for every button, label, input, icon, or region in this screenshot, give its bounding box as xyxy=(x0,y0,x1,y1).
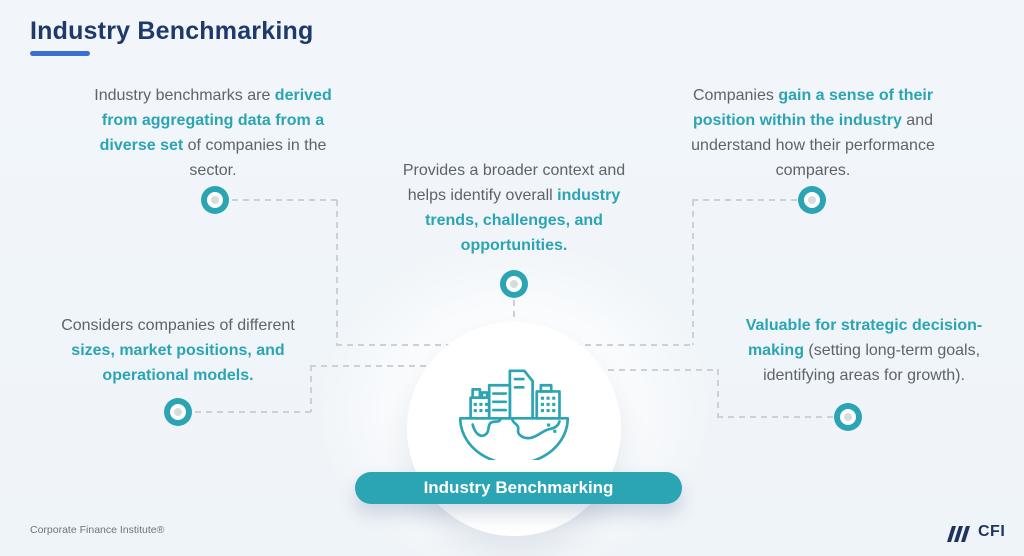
text-line: position within the industry and xyxy=(648,108,978,133)
connector-line xyxy=(692,199,797,201)
connector-node-top-left xyxy=(201,186,229,214)
text-line: from aggregating data from a xyxy=(48,108,378,133)
text-line: sector. xyxy=(48,158,378,183)
connector-node-bottom-right xyxy=(834,403,862,431)
text-line: making (setting long-term goals, xyxy=(714,338,1014,363)
text-line: Industry benchmarks are derived xyxy=(48,83,378,108)
text-segment-highlight: industry xyxy=(557,187,621,204)
note-bottom-left: Considers companies of different sizes, … xyxy=(28,313,328,388)
text-segment: Industry benchmarks are xyxy=(94,87,275,104)
text-segment-highlight: sizes, market positions, and xyxy=(71,342,285,359)
text-line: sizes, market positions, and xyxy=(28,338,328,363)
note-top-right: Companies gain a sense of their position… xyxy=(648,83,978,183)
cfi-logo: CFI xyxy=(946,522,1005,542)
connector-line xyxy=(310,365,432,367)
text-segment-highlight: trends, challenges, and xyxy=(425,212,603,229)
text-segment: (setting long-term goals, xyxy=(803,342,981,359)
connector-line xyxy=(336,200,338,345)
text-line: opportunities. xyxy=(364,233,664,258)
text-segment-highlight: gain a sense of their xyxy=(778,87,934,104)
text-segment: compares. xyxy=(775,162,851,179)
text-line: identifying areas for growth). xyxy=(714,363,1014,388)
connector-node-center xyxy=(500,270,528,298)
connector-node-top-right xyxy=(798,186,826,214)
title-underline xyxy=(30,51,90,56)
city-globe-icon xyxy=(458,369,570,460)
text-line: understand how their performance xyxy=(648,133,978,158)
note-top-left: Industry benchmarks are derived from agg… xyxy=(48,83,378,183)
connector-line xyxy=(692,200,694,345)
text-segment: Companies xyxy=(692,87,779,104)
text-segment-highlight: diverse set xyxy=(99,137,184,154)
connector-line xyxy=(597,369,719,371)
connector-line xyxy=(717,369,719,417)
text-segment-highlight: position within the industry xyxy=(692,112,902,129)
text-line: Companies gain a sense of their xyxy=(648,83,978,108)
page-title: Industry Benchmarking xyxy=(30,17,314,45)
text-line: compares. xyxy=(648,158,978,183)
text-segment: of companies in the xyxy=(183,137,327,154)
text-line: Provides a broader context and xyxy=(364,158,664,183)
text-segment-highlight: opportunities. xyxy=(460,237,568,254)
text-line: diverse set of companies in the xyxy=(48,133,378,158)
text-segment: understand how their performance xyxy=(691,137,935,154)
connector-line xyxy=(232,199,338,201)
text-line: operational models. xyxy=(28,363,328,388)
text-segment: and xyxy=(901,112,933,129)
text-line: Considers companies of different xyxy=(28,313,328,338)
connector-line xyxy=(195,411,312,413)
cfi-logo-text: CFI xyxy=(978,523,1006,540)
text-segment-highlight: from aggregating data from a xyxy=(101,112,325,129)
connector-line xyxy=(513,300,515,324)
connector-line xyxy=(717,416,833,418)
text-segment: identifying areas for growth). xyxy=(763,367,965,384)
connector-line xyxy=(336,344,454,346)
text-segment: Provides a broader context and xyxy=(402,162,626,179)
center-label-text: Industry Benchmarking xyxy=(423,478,614,497)
text-line: Valuable for strategic decision- xyxy=(714,313,1014,338)
text-segment-highlight: Valuable for strategic decision- xyxy=(745,317,983,334)
text-segment: helps identify overall xyxy=(407,187,558,204)
text-segment-highlight: making xyxy=(747,342,804,359)
cfi-logo-icon xyxy=(947,526,970,542)
text-line: helps identify overall industry xyxy=(364,183,664,208)
text-segment-highlight: derived xyxy=(274,87,332,104)
center-label-pill: Industry Benchmarking xyxy=(355,472,682,504)
text-segment-highlight: operational models. xyxy=(102,367,254,384)
text-segment: sector. xyxy=(189,162,237,179)
note-center: Provides a broader context and helps ide… xyxy=(364,158,664,258)
connector-line xyxy=(310,365,312,412)
note-bottom-right: Valuable for strategic decision- making … xyxy=(714,313,1014,388)
text-segment: Considers companies of different xyxy=(61,317,295,334)
connector-line xyxy=(574,344,694,346)
connector-node-bottom-left xyxy=(164,398,192,426)
text-line: trends, challenges, and xyxy=(364,208,664,233)
footer-brand: Corporate Finance Institute® xyxy=(30,524,165,536)
